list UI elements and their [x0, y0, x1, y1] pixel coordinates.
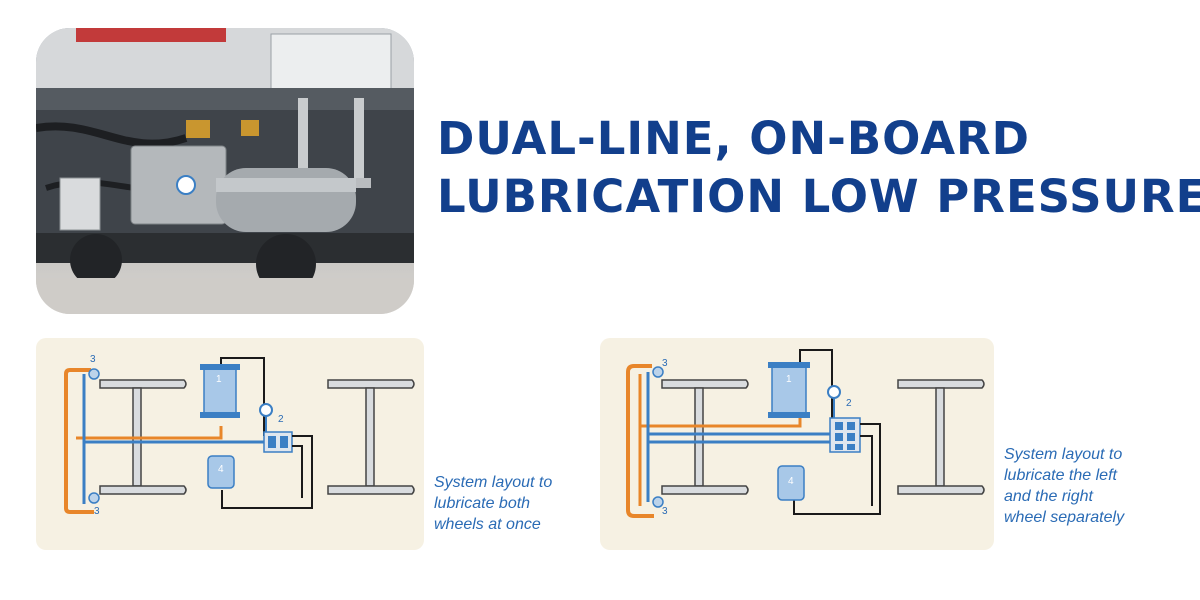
wheel-bottom-right: [897, 485, 985, 495]
label-2: 2: [278, 414, 284, 425]
caption-line: lubricate the left: [1004, 467, 1117, 484]
caption-line: wheels at once: [434, 516, 541, 533]
train-undercarriage-photo: [36, 28, 414, 314]
reservoir-4: [207, 455, 235, 489]
wheel-top-left: [661, 379, 749, 389]
label-1: 1: [786, 374, 792, 385]
axle-left: [694, 387, 704, 487]
caption-line: System layout to: [1004, 446, 1123, 463]
reservoir-4: [777, 465, 805, 501]
label-3-top: 3: [662, 358, 668, 369]
title-line-1: DUAL-LINE, ON-BOARD: [437, 112, 1031, 165]
label-1: 1: [216, 374, 222, 385]
diagram-panel-separate-wheels: 3 3 1 2 4: [600, 338, 994, 550]
axle-right: [935, 387, 945, 487]
diagram-panel-both-wheels: 3 3 1 2 4: [36, 338, 424, 550]
caption-line: and the right: [1004, 488, 1093, 505]
wheel-bottom-left: [661, 485, 749, 495]
label-3-bottom: 3: [662, 506, 668, 517]
caption-line: wheel separately: [1004, 509, 1125, 526]
wheel-bottom-left: [99, 485, 187, 495]
caption-both-wheels: System layout to lubricate both wheels a…: [434, 472, 594, 535]
caption-line: lubricate both: [434, 495, 531, 512]
title-line-2: LUBRICATION LOW PRESSURE: [437, 170, 1200, 223]
wheel-top-left: [99, 379, 187, 389]
label-2: 2: [846, 398, 852, 409]
wheel-bottom-right: [327, 485, 415, 495]
label-3-top: 3: [90, 354, 96, 365]
caption-separate-wheels: System layout to lubricate the left and …: [1004, 444, 1174, 528]
label-4: 4: [218, 464, 224, 475]
label-4: 4: [788, 476, 794, 487]
wheel-top-right: [897, 379, 985, 389]
axle-right: [365, 387, 375, 487]
caption-line: System layout to: [434, 474, 553, 491]
wheel-top-right: [327, 379, 415, 389]
label-3-bottom: 3: [94, 506, 100, 517]
page-title: DUAL-LINE, ON-BOARD LUBRICATION LOW PRES…: [437, 110, 1200, 226]
